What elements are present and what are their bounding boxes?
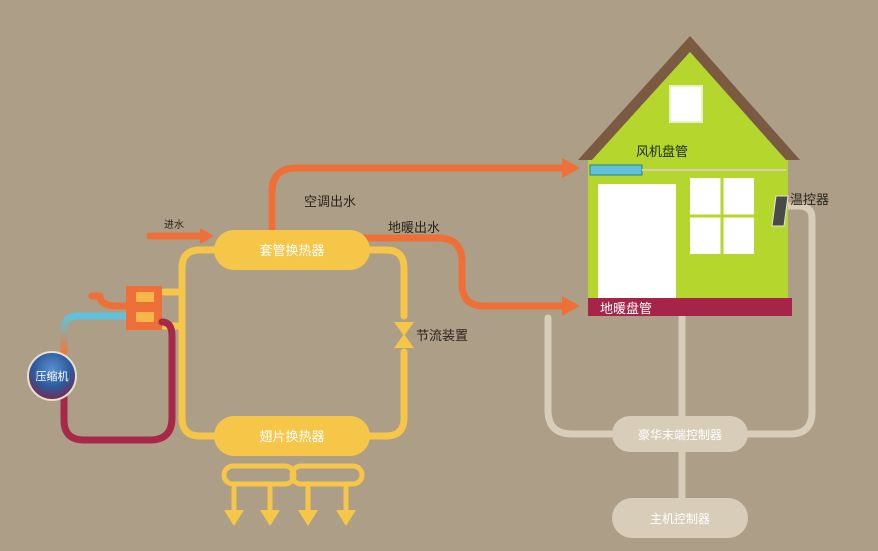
- airflow-arrow-icon: [224, 510, 244, 526]
- fin-fans: [221, 463, 365, 526]
- thermostat-icon: [771, 195, 789, 227]
- compressor-label: 压缩机: [36, 369, 69, 383]
- flow-arrows: [200, 158, 580, 316]
- deluxe-terminal-controller-label: 豪华末端控制器: [638, 427, 722, 442]
- throttle-device-icon: [394, 322, 414, 348]
- airflow-arrow-icon: [260, 510, 280, 526]
- throttle-device-label: 节流装置: [416, 329, 468, 344]
- ac-out-arrow-icon: [562, 158, 580, 178]
- airflow-arrow-icon: [336, 510, 356, 526]
- fin-heat-exchanger-label: 翅片换热器: [259, 429, 324, 445]
- tube-heat-exchanger: 套管换热器: [214, 230, 370, 270]
- suction-line: [60, 312, 132, 356]
- inlet-water-label: 进水: [164, 219, 184, 231]
- ac-water-out-label: 空调出水: [304, 195, 356, 210]
- deluxe-terminal-controller: 豪华末端控制器: [612, 416, 748, 452]
- main-controller: 主机控制器: [612, 498, 748, 538]
- discharge-line: [60, 318, 176, 444]
- compressor: 压缩机: [27, 351, 77, 401]
- floor-heating-strip: [588, 298, 792, 316]
- airflow-arrow-icon: [298, 510, 318, 526]
- tube-heat-exchanger-label: 套管换热器: [259, 243, 324, 259]
- house: [578, 36, 800, 316]
- floor-heating-pipe-label: 地暖盘管: [600, 301, 652, 317]
- attic-window: [669, 85, 703, 123]
- house-window: [690, 178, 754, 254]
- floor-heat-water-out-label: 地暖出水: [388, 221, 440, 236]
- door: [598, 184, 676, 300]
- fin-heat-exchanger: 翅片换热器: [214, 416, 370, 456]
- four-way-valve: [126, 286, 162, 330]
- fan-coil-label: 风机盘管: [636, 144, 688, 160]
- fan-coil-unit: [589, 164, 643, 176]
- thermostat-label: 温控器: [790, 193, 829, 208]
- refrigerant-loop: [160, 246, 408, 440]
- hot-water-pipes: [88, 164, 569, 310]
- floor-out-arrow-icon: [562, 296, 580, 316]
- main-controller-label: 主机控制器: [650, 512, 710, 526]
- inlet-arrow-icon: [200, 228, 214, 244]
